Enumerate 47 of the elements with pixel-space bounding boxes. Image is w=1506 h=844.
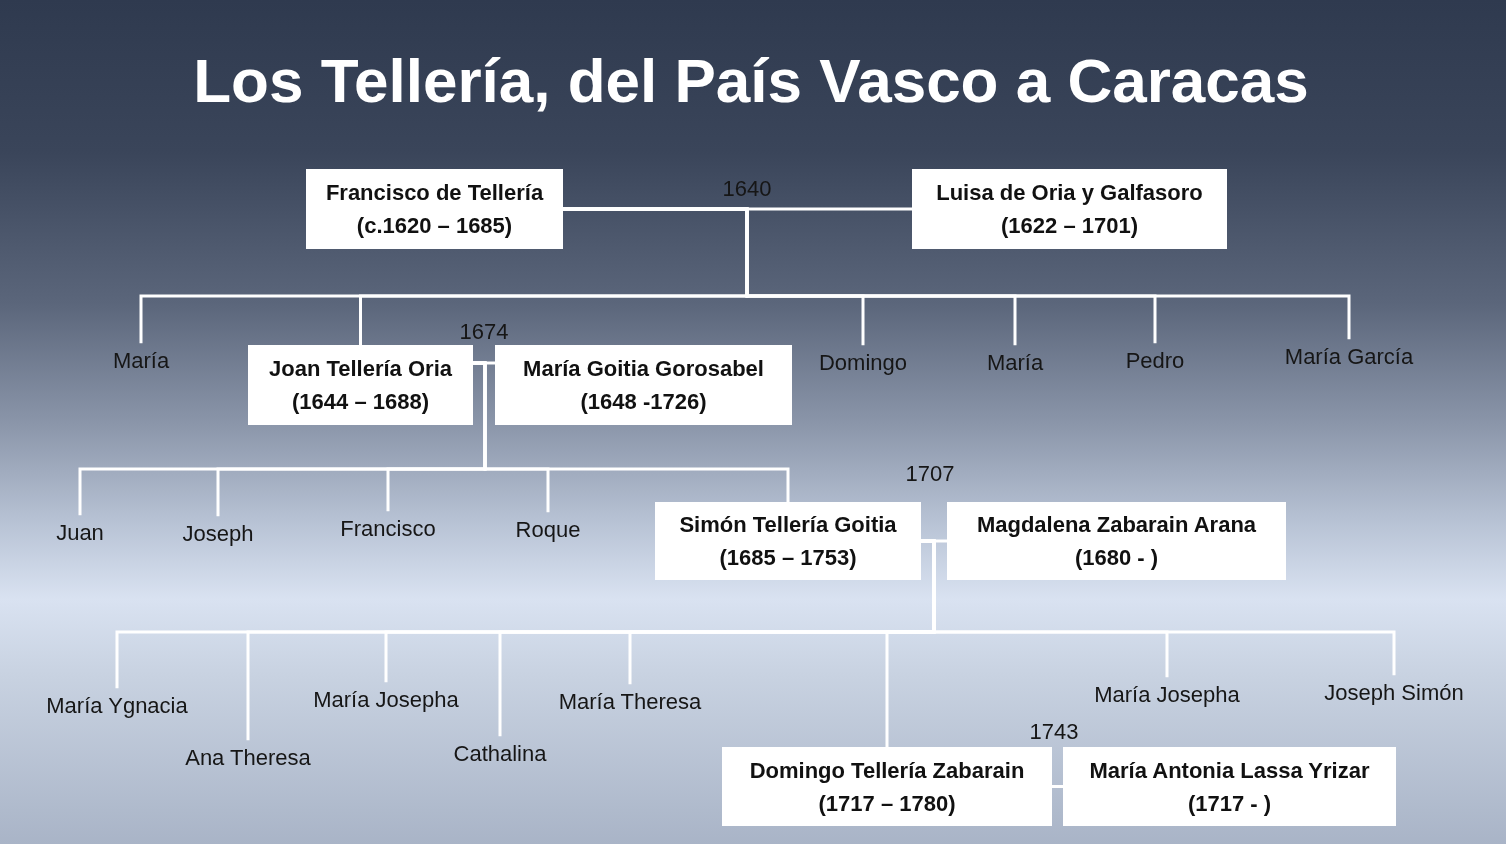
year-label: 1640 <box>722 176 772 202</box>
person-name: María Theresa <box>558 684 702 715</box>
person-name: Joan Tellería Oria <box>269 355 452 383</box>
title: Los Tellería, del País Vasco a Caracas <box>193 45 1309 117</box>
person-box <box>1063 747 1396 826</box>
person-box <box>655 502 921 580</box>
person-box <box>912 169 1227 249</box>
person-box <box>248 345 473 425</box>
life-dates: (1622 – 1701) <box>1001 212 1138 240</box>
person-name: Joseph <box>182 516 254 547</box>
person-name: María Josepha <box>313 682 459 713</box>
year-label: 1707 <box>905 461 955 487</box>
year-label: 1674 <box>459 319 509 345</box>
descent-line <box>473 361 790 502</box>
person-name: Francisco de Tellería <box>325 179 544 207</box>
person-box <box>722 747 1052 826</box>
year-label: 1743 <box>1029 719 1079 745</box>
person-name: Magdalena Zabarain Arana <box>976 511 1257 539</box>
person-name: Luisa de Oria y Galfasoro <box>936 179 1203 207</box>
life-dates: (1644 – 1688) <box>292 388 429 416</box>
life-dates: (1680 - ) <box>1074 544 1159 572</box>
life-dates: (1648 -1726) <box>580 388 707 416</box>
person-name: María García <box>1284 339 1414 370</box>
person-box <box>947 502 1286 580</box>
person-name: Pedro <box>1125 343 1185 374</box>
person-name: Domingo Tellería Zabarain <box>749 756 1025 785</box>
person-name: Cathalina <box>453 736 547 767</box>
person-name: María <box>112 343 170 374</box>
person-name: María <box>986 345 1044 376</box>
life-dates: (1717 - ) <box>1187 789 1272 818</box>
person-name: Simón Tellería Goitia <box>679 511 897 539</box>
life-dates: (c.1620 – 1685) <box>356 212 513 240</box>
person-name: María Ygnacia <box>46 688 188 719</box>
person-name: Juan <box>56 515 104 546</box>
person-name: Domingo <box>819 345 907 376</box>
person-name: María Antonia Lassa Yrizar <box>1089 756 1370 785</box>
life-dates: (1717 – 1780) <box>818 789 956 818</box>
life-dates: (1685 – 1753) <box>719 544 857 572</box>
person-box <box>495 345 792 425</box>
person-box <box>306 169 563 249</box>
person-name: Roque <box>515 512 581 543</box>
person-name: Francisco <box>340 511 436 542</box>
person-name: Joseph Simón <box>1324 675 1464 706</box>
person-name: María Josepha <box>1094 677 1240 708</box>
marriage-line <box>1052 785 1063 788</box>
person-name: Ana Theresa <box>185 740 311 771</box>
person-name: María Goitia Gorosabel <box>523 355 764 383</box>
